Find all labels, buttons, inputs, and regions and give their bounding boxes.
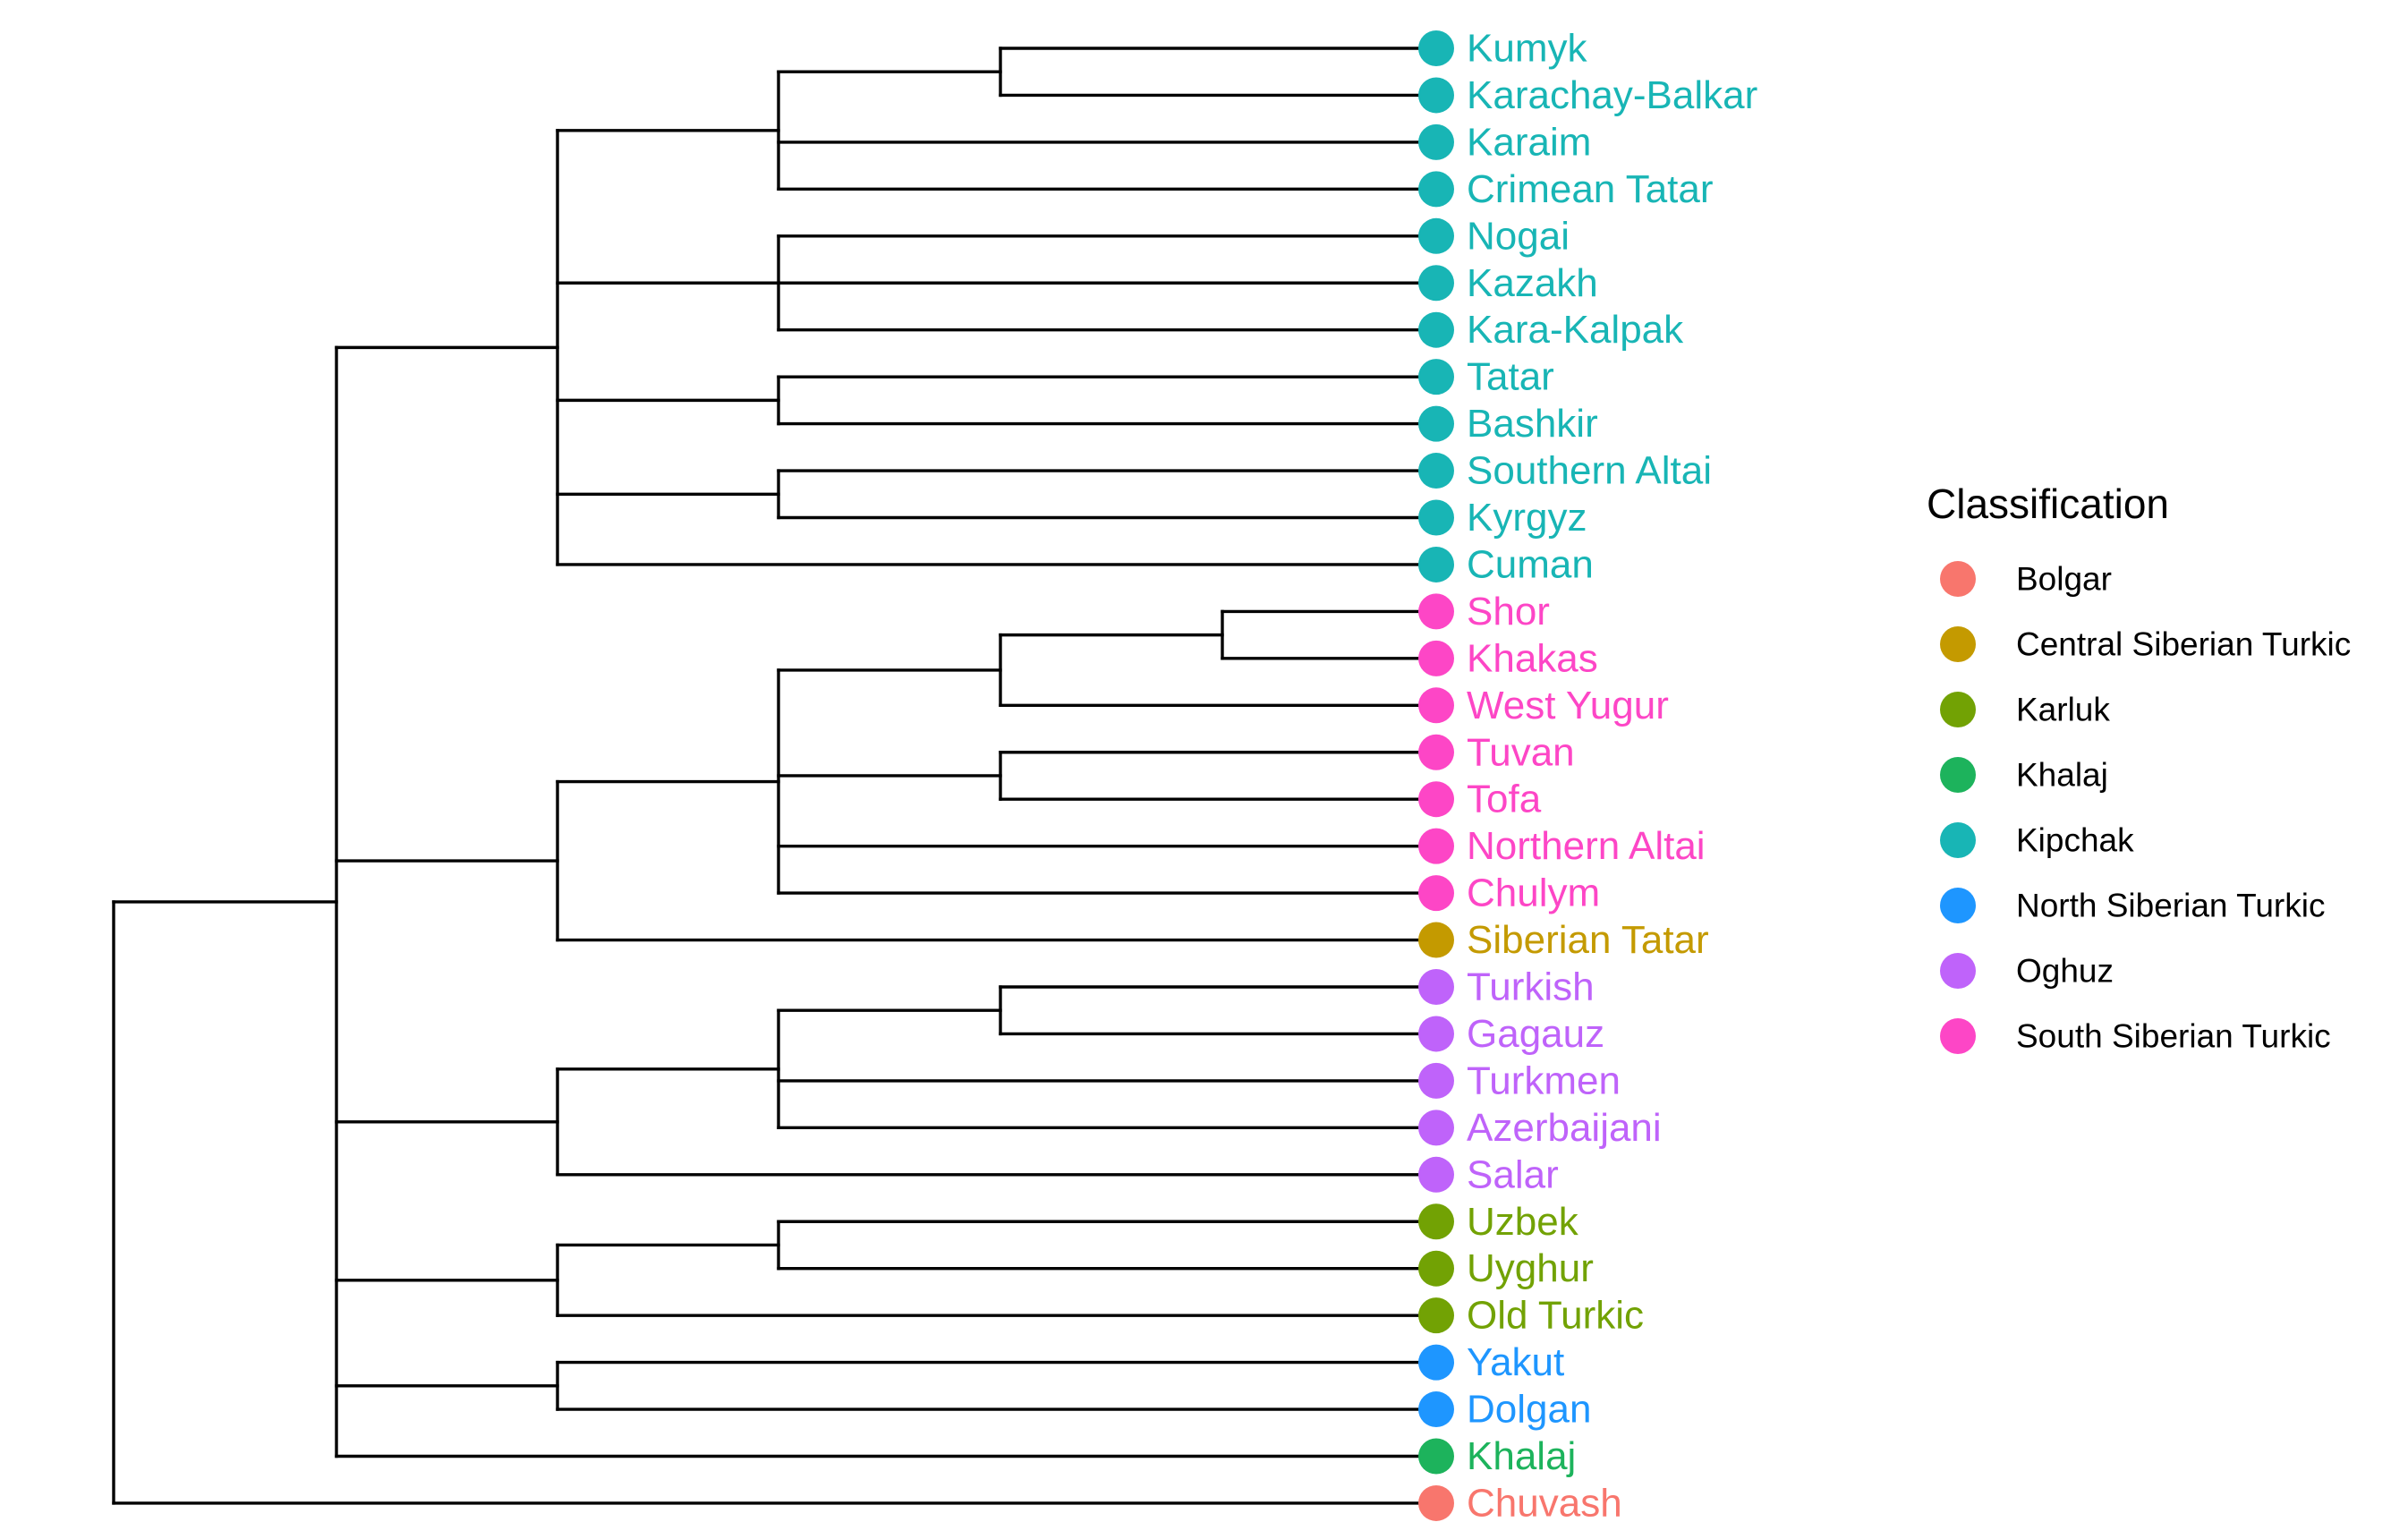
tip-marker	[1418, 1391, 1454, 1428]
legend-key	[1940, 626, 1976, 662]
tip-label: Kumyk	[1467, 27, 1587, 71]
tip-label: Southern Altai	[1467, 449, 1712, 493]
tip-label: Kazakh	[1467, 261, 1598, 305]
tip-marker	[1418, 217, 1454, 254]
tip-marker	[1418, 593, 1454, 630]
tip-marker	[1418, 1250, 1454, 1287]
tip-label: Dolgan	[1467, 1388, 1591, 1432]
tip-label: Siberian Tatar	[1467, 918, 1709, 962]
tip-marker	[1418, 1062, 1454, 1099]
legend-key	[1940, 692, 1976, 727]
tip-label: Tofa	[1467, 778, 1542, 821]
legend-key	[1940, 561, 1976, 597]
tip-marker	[1418, 359, 1454, 395]
tip-marker	[1418, 30, 1454, 66]
tip-label: Old Turkic	[1467, 1294, 1644, 1338]
tip-label: Chuvash	[1467, 1481, 1622, 1525]
tip-label: West Yugur	[1467, 684, 1669, 727]
tip-marker	[1418, 1203, 1454, 1240]
legend-label: Khalaj	[2016, 757, 2108, 794]
tip-label: Yakut	[1467, 1340, 1564, 1384]
tip-label: Shor	[1467, 590, 1550, 633]
tip-marker	[1418, 734, 1454, 770]
tip-label: Cuman	[1467, 542, 1594, 586]
tip-label: Northern Altai	[1467, 824, 1706, 868]
tip-marker	[1418, 453, 1454, 489]
legend-key	[1940, 953, 1976, 989]
tip-marker	[1418, 687, 1454, 724]
tip-marker	[1418, 922, 1454, 958]
tip-label: Kara-Kalpak	[1467, 308, 1684, 352]
legend-label: Kipchak	[2016, 822, 2134, 859]
tip-label: Tatar	[1467, 355, 1554, 399]
tip-marker	[1418, 77, 1454, 114]
tip-label: Khakas	[1467, 636, 1598, 680]
tip-marker	[1418, 1110, 1454, 1146]
tip-label: Karaim	[1467, 120, 1591, 164]
tip-marker	[1418, 969, 1454, 1005]
tip-marker	[1418, 405, 1454, 442]
legend-label: Oghuz	[2016, 953, 2114, 990]
tip-marker	[1418, 1297, 1454, 1334]
legend-label: Bolgar	[2016, 561, 2112, 598]
tree-branches	[112, 47, 1438, 1505]
legend-key	[1940, 888, 1976, 923]
tip-marker	[1418, 875, 1454, 912]
tip-label: Salar	[1467, 1152, 1559, 1196]
tip-marker	[1418, 123, 1454, 160]
tip-marker	[1418, 265, 1454, 302]
tip-marker	[1418, 1438, 1454, 1475]
legend-label: North Siberian Turkic	[2016, 888, 2325, 924]
tip-label: Turkmen	[1467, 1059, 1621, 1102]
tip-marker	[1418, 781, 1454, 818]
tip-label: Uzbek	[1467, 1200, 1579, 1244]
tip-marker	[1418, 1344, 1454, 1381]
tip-label: Turkish	[1467, 965, 1595, 1009]
tip-marker	[1418, 499, 1454, 536]
tip-label: Nogai	[1467, 214, 1570, 258]
tip-marker	[1418, 640, 1454, 676]
tip-label: Tuvan	[1467, 730, 1575, 774]
tip-label: Gagauz	[1467, 1012, 1604, 1056]
tip-marker	[1418, 1016, 1454, 1052]
tip-marker	[1418, 171, 1454, 208]
tip-label: Khalaj	[1467, 1434, 1576, 1478]
legend-label: Central Siberian Turkic	[2016, 626, 2351, 663]
tip-label: Crimean Tatar	[1467, 167, 1714, 211]
tip-label: Bashkir	[1467, 402, 1598, 446]
tip-marker	[1418, 828, 1454, 864]
legend-key	[1940, 757, 1976, 793]
tip-marker	[1418, 1156, 1454, 1193]
tip-label: Chulym	[1467, 872, 1600, 915]
tip-marker	[1418, 546, 1454, 582]
tip-label: Kyrgyz	[1467, 496, 1587, 540]
legend-key	[1940, 822, 1976, 858]
tip-label: Uyghur	[1467, 1246, 1594, 1290]
legend-label: Karluk	[2016, 692, 2110, 728]
tip-label: Azerbaijani	[1467, 1106, 1662, 1150]
tip-marker	[1418, 1484, 1454, 1521]
legend-label: South Siberian Turkic	[2016, 1018, 2331, 1055]
legend-title: Classification	[1927, 480, 2169, 527]
legend-key	[1940, 1018, 1976, 1054]
tip-marker	[1418, 311, 1454, 348]
tip-label: Karachay-Balkar	[1467, 73, 1757, 117]
